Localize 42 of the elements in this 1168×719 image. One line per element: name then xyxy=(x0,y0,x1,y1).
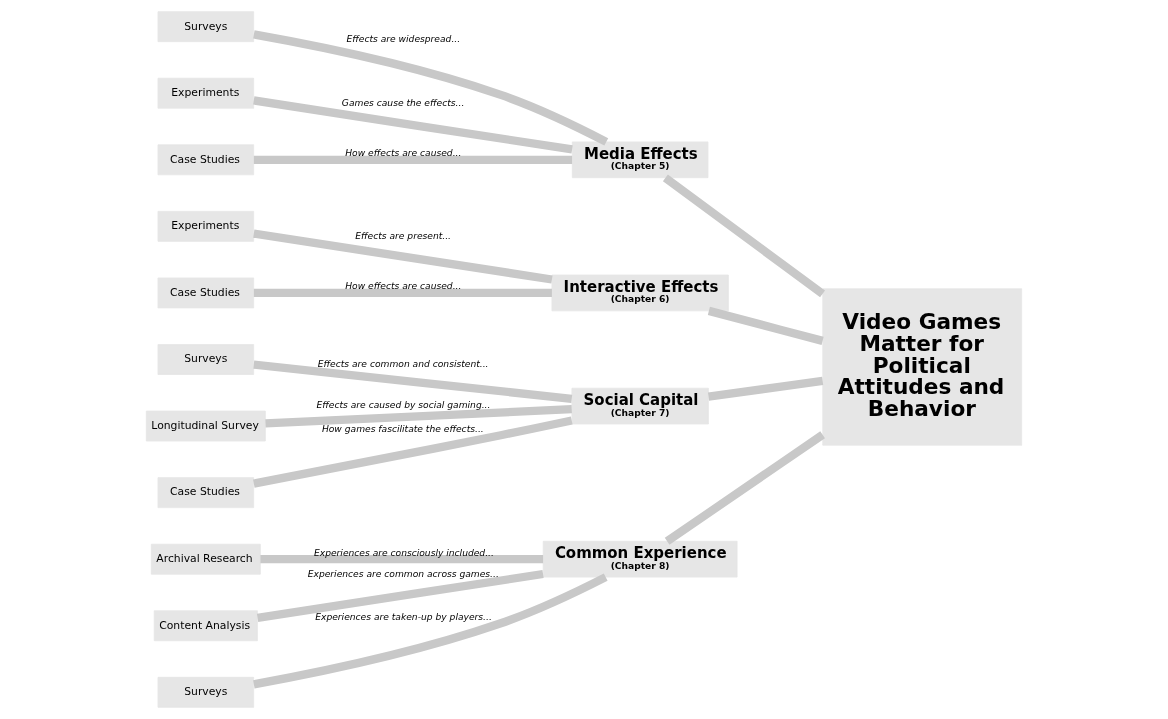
connector xyxy=(662,174,826,298)
connector xyxy=(265,405,572,428)
edge-label: How games fascilitate the effects... xyxy=(321,423,484,434)
edge-label: Experiences are taken-up by players... xyxy=(315,611,492,622)
connector xyxy=(253,229,553,284)
node-box: Case Studies xyxy=(157,477,255,509)
connector xyxy=(664,431,825,545)
connector xyxy=(256,569,544,623)
node-box: Common Experience (Chapter 8) xyxy=(542,540,738,578)
edge-label: Experiences are consciously included... xyxy=(313,547,494,558)
node-box: Media Effects (Chapter 5) xyxy=(571,141,709,179)
node-box: Case Studies xyxy=(157,144,255,176)
node-box: Social Capital (Chapter 7) xyxy=(571,387,709,425)
connector xyxy=(253,416,573,488)
node-box: Longitudinal Survey xyxy=(145,410,266,442)
connector xyxy=(253,573,608,689)
connector xyxy=(707,376,824,401)
node-box: Case Studies xyxy=(157,277,255,309)
connector xyxy=(253,288,552,298)
edge-label: How effects are caused... xyxy=(345,281,462,292)
connector xyxy=(707,306,824,345)
node-box: Surveys xyxy=(157,676,255,708)
edge-label: Experiences are common across games... xyxy=(307,568,499,579)
node-box: Video Games Matter for Political Attitudes and Behavior xyxy=(822,288,1023,446)
node-box: Surveys xyxy=(157,11,255,43)
edge-label: Effects are present... xyxy=(355,230,452,241)
edge-label: Effects are common and consistent... xyxy=(317,358,489,369)
node-box: Interactive Effects (Chapter 6) xyxy=(551,274,729,312)
node-box: Archival Research xyxy=(150,543,261,575)
node-box: Experiments xyxy=(157,77,255,109)
node-box: Surveys xyxy=(157,344,255,375)
connector xyxy=(253,30,609,146)
connector xyxy=(253,360,573,403)
node-box: Content Analysis xyxy=(153,610,258,642)
edge-label: Effects are caused by social gaming... xyxy=(316,400,491,411)
node-box: Experiments xyxy=(157,210,255,242)
edge-label: Games cause the effects... xyxy=(341,97,465,108)
connector xyxy=(253,155,573,164)
connector xyxy=(253,96,573,154)
connector xyxy=(260,555,544,564)
edge-label: Effects are widespread... xyxy=(346,34,461,45)
edge-label: How effects are caused... xyxy=(345,148,462,159)
